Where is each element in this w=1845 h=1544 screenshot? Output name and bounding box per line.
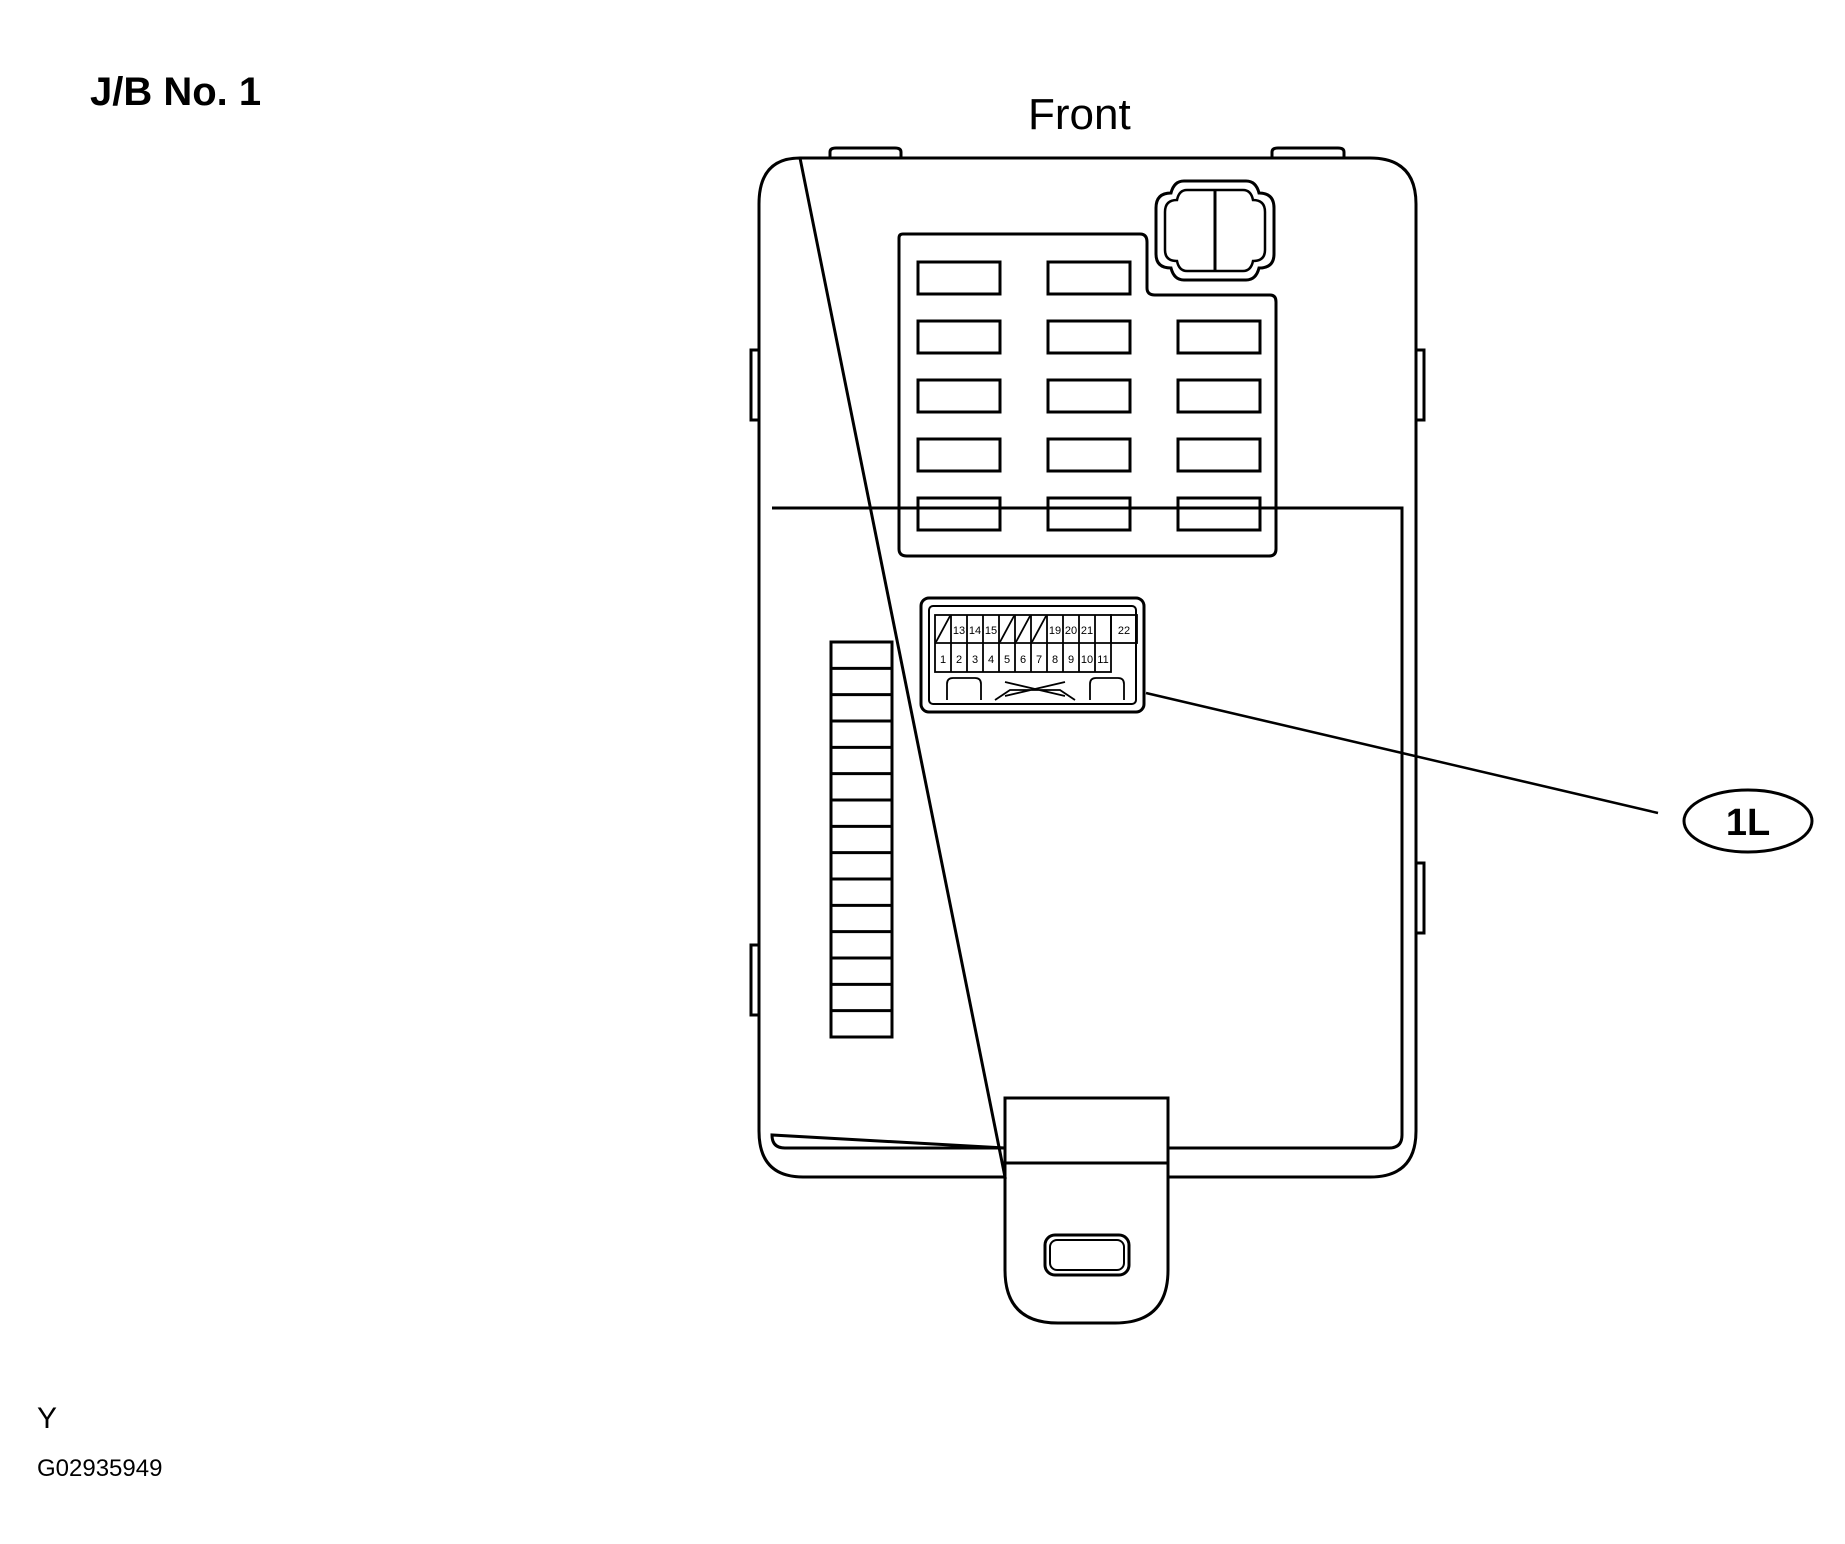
fuse-slot — [1046, 437, 1132, 473]
pin-label: 9 — [1068, 654, 1074, 666]
pin-label: 2 — [956, 654, 962, 666]
inner-panel-outline — [770, 506, 1404, 1150]
pin-label: 20 — [1065, 625, 1077, 637]
side-tab-left-lower — [749, 943, 761, 1017]
pin-label: 6 — [1020, 654, 1026, 666]
figure-code: G02935949 — [37, 1455, 163, 1482]
fuse-slot — [1046, 496, 1132, 532]
callout-leader-line — [1145, 691, 1659, 815]
bottom-latch-base — [1003, 1096, 1170, 1165]
pin-label: 13 — [953, 625, 965, 637]
bottom-latch-tab — [1003, 1163, 1170, 1325]
pin-label: 3 — [972, 654, 978, 666]
fuse-slot — [916, 319, 1002, 355]
connector-key — [994, 681, 1076, 701]
pin-label: 1 — [940, 654, 946, 666]
fuse-slot — [916, 437, 1002, 473]
side-tab-left-upper — [749, 348, 761, 422]
relay-strip-frame — [829, 640, 894, 1039]
fuse-slot — [1176, 496, 1262, 532]
pin-label: 19 — [1049, 625, 1061, 637]
corner-letter: Y — [37, 1402, 58, 1435]
round-connector-inner — [1163, 188, 1267, 273]
pin-label: 21 — [1081, 625, 1093, 637]
latch-slot-inner — [1049, 1239, 1125, 1271]
blank-pin-mark — [999, 615, 1015, 643]
top-clip-left — [828, 146, 903, 158]
latch-slot — [1043, 1233, 1131, 1277]
pin-label: 22 — [1118, 625, 1130, 637]
connector-callout — [1682, 788, 1814, 854]
front-orientation-label: Front — [1028, 90, 1131, 139]
pin-label: 8 — [1052, 654, 1058, 666]
pin-label: 11 — [1097, 654, 1108, 666]
fuse-slot — [1046, 260, 1132, 296]
fuse-slot — [916, 496, 1002, 532]
pin-label: 5 — [1004, 654, 1010, 666]
fuse-slot — [916, 260, 1002, 296]
blank-pin-mark — [1015, 615, 1031, 643]
connector-lock-right — [1089, 677, 1125, 700]
side-tab-right-upper — [1414, 348, 1426, 422]
connector-callout-label: 1L — [1726, 802, 1770, 844]
round-connector-outer — [1154, 179, 1276, 282]
fuse-block-outline — [897, 232, 1278, 558]
diagram-title: J/B No. 1 — [90, 70, 262, 114]
connector-1l-body — [919, 596, 1146, 714]
fuse-slot — [916, 378, 1002, 414]
pin-label: 14 — [969, 625, 981, 637]
blank-pin-mark — [935, 615, 951, 643]
connector-lock-left — [946, 677, 982, 700]
side-tab-right-lower — [1414, 861, 1426, 935]
fuse-slot — [1176, 319, 1262, 355]
top-clip-right — [1270, 146, 1346, 158]
connector-1l-inner — [928, 605, 1137, 705]
fuse-grid — [916, 260, 1262, 532]
pin-label: 7 — [1036, 654, 1042, 666]
fuse-slot — [1046, 319, 1132, 355]
pin-cell-wide — [1110, 614, 1138, 644]
fuse-slot — [1176, 378, 1262, 414]
pin-label: 4 — [988, 654, 994, 666]
fuse-slot — [1046, 378, 1132, 414]
pin-label: 15 — [985, 625, 997, 637]
blank-pin-mark — [1031, 615, 1047, 643]
relay-strip — [829, 640, 894, 1039]
pin-label: 10 — [1081, 654, 1093, 666]
fuse-slot — [1176, 437, 1262, 473]
housing-outline — [757, 156, 1418, 1179]
